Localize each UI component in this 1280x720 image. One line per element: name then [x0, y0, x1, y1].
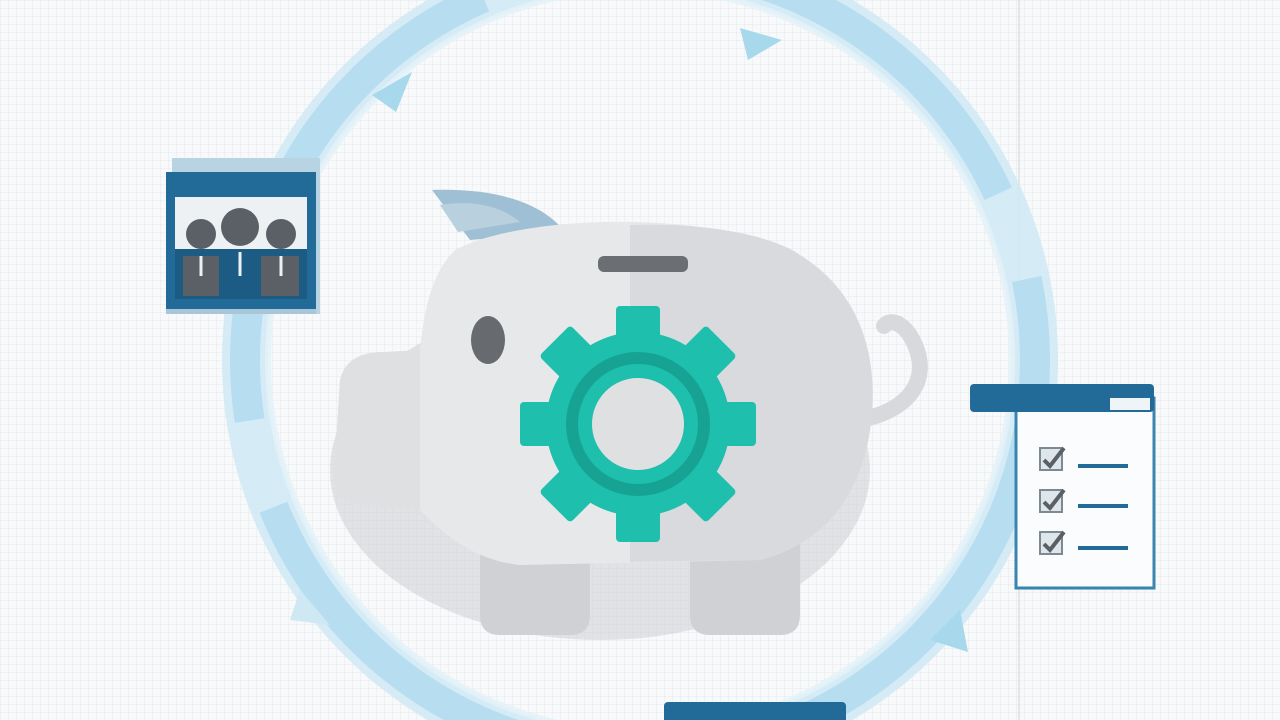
gear-icon — [520, 306, 756, 542]
team-meeting-icon — [166, 158, 320, 314]
cycle-arrows-icon — [222, 0, 1058, 720]
bottom-card-icon — [664, 702, 846, 720]
person-icon — [186, 219, 216, 249]
checklist-icon — [970, 384, 1156, 590]
person-icon — [266, 219, 296, 249]
person-icon — [221, 208, 259, 246]
